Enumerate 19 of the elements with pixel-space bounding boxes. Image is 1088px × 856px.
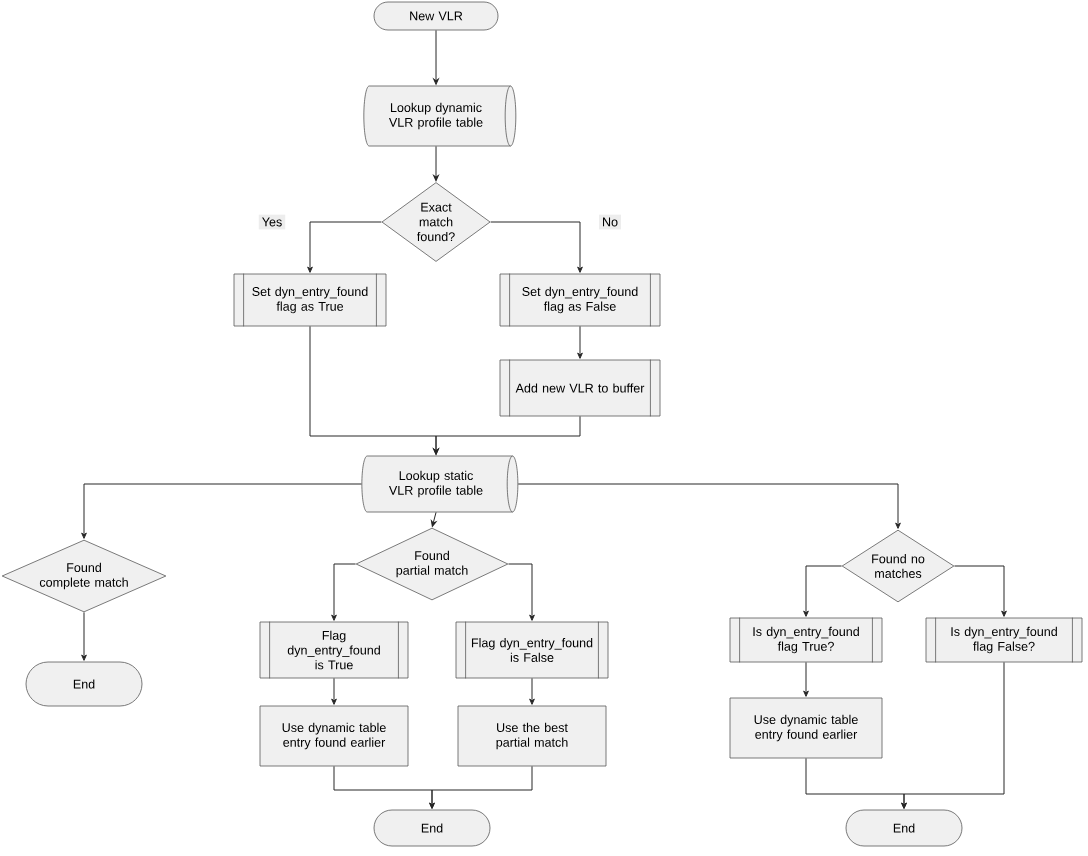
- arrow: [331, 677, 337, 705]
- arrow: [803, 661, 809, 697]
- arrow: [577, 325, 583, 359]
- arrow: [430, 511, 437, 527]
- arrow: [81, 483, 362, 539]
- arrow: [307, 221, 382, 273]
- arrow: [331, 563, 357, 621]
- arrow: [507, 563, 535, 621]
- arrow: [901, 661, 1005, 809]
- arrow: [803, 565, 843, 617]
- arrow: [953, 565, 1007, 617]
- arrow: [529, 677, 535, 705]
- arrow: [433, 415, 581, 455]
- arrow: [433, 145, 439, 182]
- arrow: [81, 611, 87, 661]
- arrow: [433, 29, 439, 85]
- arrow: [517, 483, 901, 529]
- arrow: [429, 765, 533, 809]
- arrow: [490, 221, 583, 273]
